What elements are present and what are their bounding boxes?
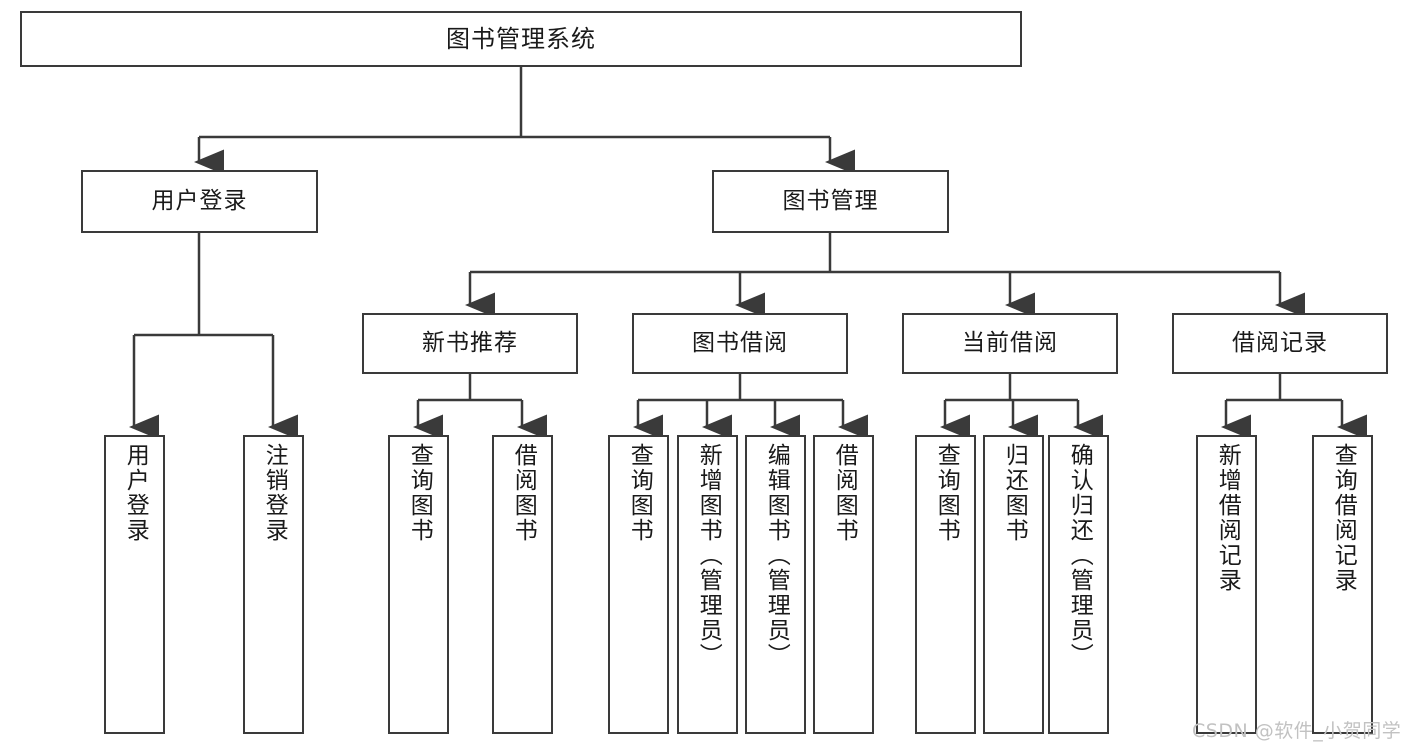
leaf-borrow-borrow-book[interactable]: 借阅图书 [813, 435, 874, 734]
node-new-book-recommend[interactable]: 新书推荐 [362, 313, 578, 374]
leaf-borrow-query-book[interactable]: 查询图书 [608, 435, 669, 734]
leaf-label: 确认归还（管理员） [1066, 443, 1093, 668]
leaf-label: 借阅图书 [831, 443, 858, 543]
watermark-text: CSDN @软件_小贺同学 [1192, 720, 1402, 742]
leaf-label: 查询图书 [626, 443, 653, 543]
leaf-label: 借阅图书 [510, 443, 537, 543]
leaf-label: 新增图书（管理员） [695, 443, 722, 668]
leaf-current-query-book[interactable]: 查询图书 [915, 435, 976, 734]
leaf-borrow-edit-book-admin[interactable]: 编辑图书（管理员） [745, 435, 806, 734]
leaf-current-confirm-return-admin[interactable]: 确认归还（管理员） [1048, 435, 1109, 734]
leaf-current-return-book[interactable]: 归还图书 [983, 435, 1044, 734]
leaf-label: 用户登录 [122, 443, 149, 543]
leaf-record-query-record[interactable]: 查询借阅记录 [1312, 435, 1373, 734]
leaf-recommend-query-book[interactable]: 查询图书 [388, 435, 449, 734]
leaf-label: 查询图书 [406, 443, 433, 543]
leaf-label: 新增借阅记录 [1214, 443, 1241, 593]
leaf-label: 查询图书 [933, 443, 960, 543]
node-current-borrow[interactable]: 当前借阅 [902, 313, 1118, 374]
leaf-borrow-add-book-admin[interactable]: 新增图书（管理员） [677, 435, 738, 734]
leaf-user-login-signout[interactable]: 注销登录 [243, 435, 304, 734]
node-root-system[interactable]: 图书管理系统 [20, 11, 1022, 67]
node-book-management[interactable]: 图书管理 [712, 170, 949, 233]
node-book-borrow[interactable]: 图书借阅 [632, 313, 848, 374]
leaf-user-login-signin[interactable]: 用户登录 [104, 435, 165, 734]
leaf-record-add-record[interactable]: 新增借阅记录 [1196, 435, 1257, 734]
leaf-label: 查询借阅记录 [1330, 443, 1357, 593]
node-user-login[interactable]: 用户登录 [81, 170, 318, 233]
leaf-label: 编辑图书（管理员） [763, 443, 790, 668]
leaf-label: 注销登录 [261, 443, 288, 543]
leaf-recommend-borrow-book[interactable]: 借阅图书 [492, 435, 553, 734]
node-borrow-record[interactable]: 借阅记录 [1172, 313, 1388, 374]
leaf-label: 归还图书 [1001, 443, 1028, 543]
